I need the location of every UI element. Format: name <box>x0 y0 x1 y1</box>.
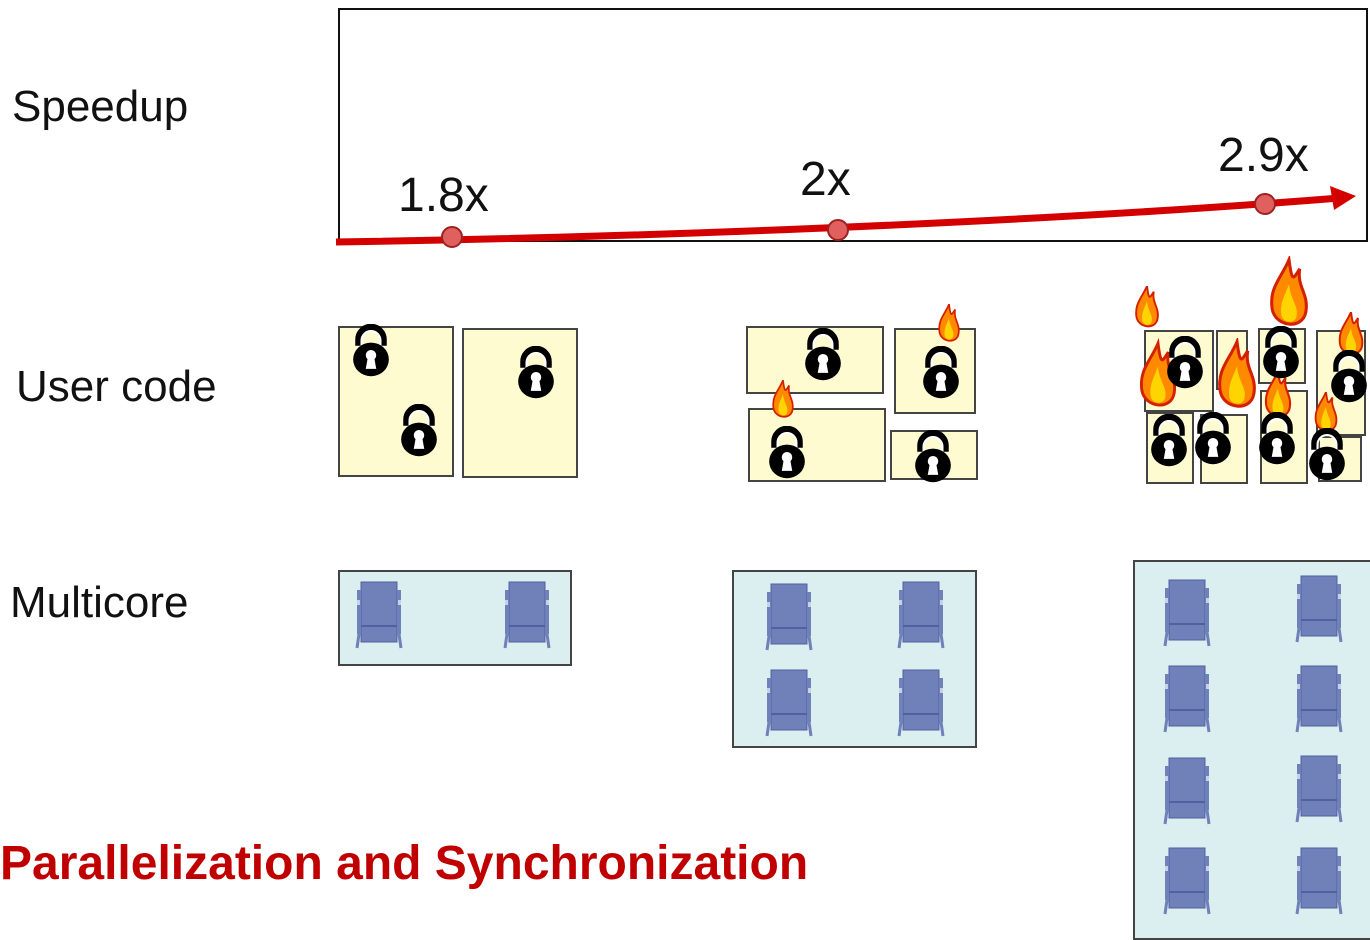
cpu-core-icon <box>1295 664 1343 734</box>
fire-icon <box>1314 392 1338 432</box>
padlock-icon <box>923 349 959 398</box>
padlock-icon <box>769 429 805 478</box>
padlock-icon <box>353 327 389 376</box>
fire-icon <box>1217 339 1257 408</box>
code-block <box>338 326 454 477</box>
speedup-arrowhead <box>1330 186 1356 210</box>
padlock-icon <box>1195 415 1231 464</box>
user-code-row-label: User code <box>16 362 217 411</box>
code-block <box>462 328 578 478</box>
cpu-core-icon <box>765 582 813 652</box>
fire-icon <box>772 380 794 418</box>
padlock-icon <box>518 349 554 398</box>
speedup-label-2: 2x <box>800 153 851 206</box>
cpu-core-icon <box>897 668 945 738</box>
padlock-icon <box>401 407 437 456</box>
fire-icon <box>1338 312 1364 356</box>
cpu-core-icon <box>1163 664 1211 734</box>
padlock-icon <box>1167 339 1203 388</box>
padlock-icon <box>1151 417 1187 466</box>
cpu-core-icon <box>1295 846 1343 916</box>
speedup-panel <box>338 8 1368 242</box>
slide-title: Parallelization and Synchronization <box>0 837 809 890</box>
cpu-core-icon <box>1163 846 1211 916</box>
padlock-icon <box>1259 415 1295 464</box>
padlock-icon <box>805 331 841 380</box>
speedup-label-3: 2.9x <box>1218 129 1309 182</box>
cpu-core-icon <box>765 668 813 738</box>
code-block <box>748 408 886 482</box>
fire-icon <box>1269 257 1309 326</box>
cpu-core-icon <box>1163 578 1211 648</box>
cpu-core-icon <box>1163 756 1211 826</box>
speedup-point <box>1254 193 1276 215</box>
speedup-point <box>441 226 463 248</box>
padlock-icon <box>915 433 951 482</box>
padlock-icon <box>1263 329 1299 378</box>
speedup-label-1: 1.8x <box>398 169 489 222</box>
multicore-row-label: Multicore <box>10 578 189 627</box>
cpu-core-icon <box>1295 574 1343 644</box>
speedup-point <box>827 219 849 241</box>
cpu-core-icon <box>355 580 403 650</box>
fire-icon <box>938 304 960 342</box>
fire-icon <box>1135 286 1159 328</box>
cpu-core-icon <box>503 580 551 650</box>
padlock-icon <box>1331 353 1367 402</box>
speedup-row-label: Speedup <box>12 82 189 131</box>
fire-icon <box>1264 370 1292 418</box>
padlock-icon <box>1309 431 1345 480</box>
cpu-core-icon <box>1295 754 1343 824</box>
cpu-core-icon <box>897 580 945 650</box>
